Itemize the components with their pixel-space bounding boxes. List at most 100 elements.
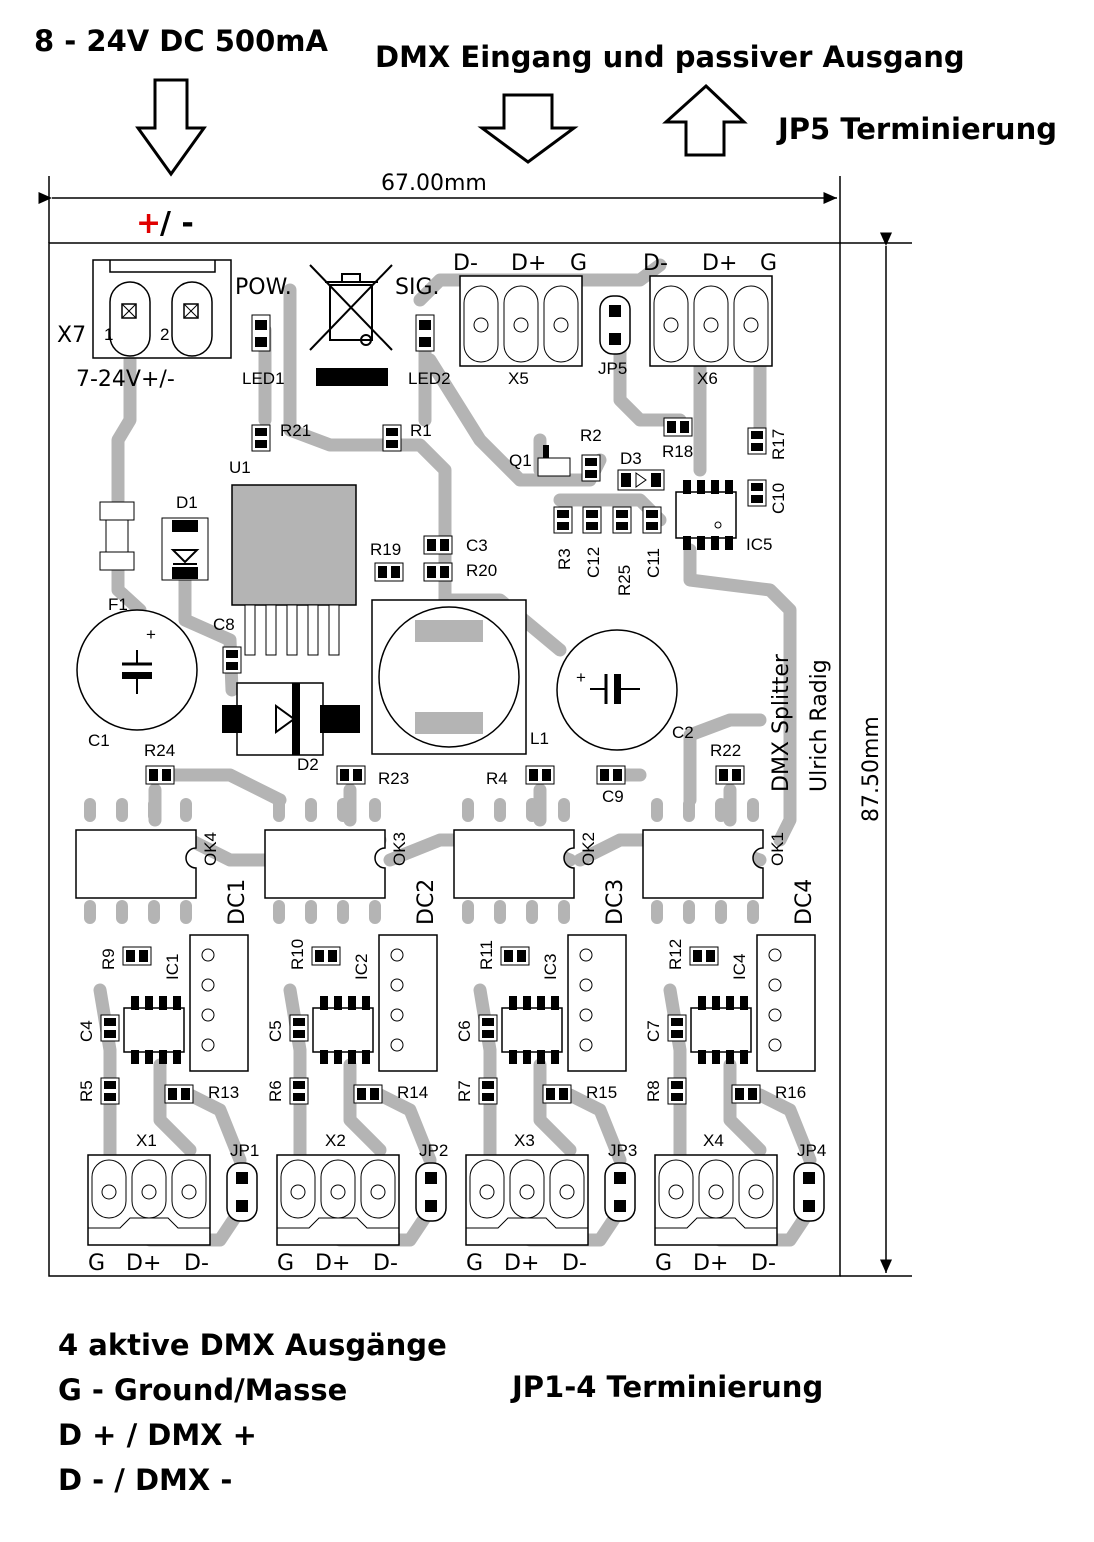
dmx-input-label: DMX Eingang und passiver Ausgang	[375, 40, 965, 74]
dcdc-label: DC2	[414, 879, 439, 925]
r20-resistor	[423, 562, 453, 582]
line-driver-label: IC2	[352, 954, 371, 980]
dcdc-module	[378, 934, 438, 1072]
termination-jumper[interactable]	[415, 1162, 447, 1222]
r2-label: R2	[580, 426, 602, 445]
output-terminal-label: X4	[703, 1131, 724, 1150]
x5-connector[interactable]	[459, 275, 583, 367]
dcdc-label: DC4	[792, 879, 817, 925]
height-dimension-label: 87.50mm	[859, 716, 884, 822]
pin-g-label: G	[88, 1251, 105, 1276]
resistor-right	[542, 1084, 572, 1104]
optocoupler-label: OK3	[390, 832, 409, 866]
svg-text:+: +	[576, 668, 586, 687]
resistor-right-label: R15	[586, 1083, 617, 1102]
termination-jumper[interactable]	[226, 1162, 258, 1222]
output-terminal-label: X3	[514, 1131, 535, 1150]
u1-label: U1	[229, 458, 251, 477]
capacitor	[100, 1014, 120, 1042]
capacitor-label: C6	[455, 1020, 474, 1042]
output-terminal[interactable]	[276, 1154, 400, 1246]
resistor-right-label: R14	[397, 1083, 428, 1102]
d2-diode	[222, 682, 360, 756]
capacitor	[667, 1014, 687, 1042]
resistor-top	[311, 946, 341, 966]
termination-jumper-label: JP1	[230, 1141, 259, 1160]
resistor-top-label: R11	[477, 940, 496, 970]
x6-pin-dplus: D+	[702, 251, 737, 276]
r18-resistor	[663, 417, 693, 437]
c2-label: C2	[672, 723, 694, 742]
x6-pin-g: G	[760, 251, 777, 276]
r1-resistor	[382, 424, 402, 452]
r20-label: R20	[466, 561, 497, 580]
r24-label: R24	[144, 741, 175, 760]
width-dimension	[38, 176, 841, 243]
c2-capacitor: +	[556, 629, 678, 751]
c8-label: C8	[213, 615, 235, 634]
x7-label: X7	[57, 323, 86, 348]
output-terminal[interactable]	[87, 1154, 211, 1246]
line-driver-label: IC4	[730, 954, 749, 980]
r17-resistor	[747, 427, 767, 455]
c8-capacitor	[222, 646, 242, 674]
active-outputs-label: 4 aktive DMX Ausgänge	[58, 1328, 447, 1362]
pin-g-label: G	[277, 1251, 294, 1276]
jp5-jumper[interactable]	[599, 295, 631, 355]
dmx-minus-legend: D - / DMX -	[58, 1463, 233, 1497]
output-terminal-label: X2	[325, 1131, 346, 1150]
resistor-left	[289, 1077, 309, 1105]
f1-fuse	[99, 501, 135, 571]
dcdc-module	[189, 934, 249, 1072]
line-driver-ic	[123, 996, 185, 1064]
resistor-right-label: R13	[208, 1083, 239, 1102]
c12-capacitor	[582, 506, 602, 534]
dcdc-module	[756, 934, 816, 1072]
c12-label: C12	[584, 547, 603, 578]
pin-dminus-label: D-	[562, 1251, 587, 1276]
resistor-left-label: R5	[77, 1080, 96, 1102]
resistor-top	[122, 946, 152, 966]
ground-legend: G - Ground/Masse	[58, 1373, 348, 1407]
pin-dplus-label: D+	[504, 1251, 539, 1276]
r17-label: R17	[769, 429, 788, 460]
x5-pin-dminus: D-	[453, 251, 478, 276]
led2-label: LED2	[408, 369, 451, 388]
c9-label: C9	[602, 787, 624, 806]
optocoupler	[264, 798, 386, 924]
r2-resistor	[581, 454, 601, 482]
r19-label: R19	[370, 540, 401, 559]
r25-resistor	[612, 506, 632, 534]
q1-label: Q1	[509, 451, 532, 470]
x7-pin2-label: 2	[160, 325, 169, 344]
line-driver-label: IC1	[163, 954, 182, 980]
x6-connector[interactable]	[649, 275, 773, 367]
termination-jumper[interactable]	[604, 1162, 636, 1222]
l1-inductor	[371, 599, 527, 755]
output-terminal[interactable]	[465, 1154, 589, 1246]
dcdc-module	[567, 934, 627, 1072]
d2-label: D2	[297, 755, 319, 774]
x7-power-terminal[interactable]	[92, 259, 232, 359]
resistor-left	[667, 1077, 687, 1105]
r23-label: R23	[378, 769, 409, 788]
polarity-minus: / -	[160, 206, 194, 241]
r4-resistor	[525, 765, 555, 785]
pcb-outline	[48, 242, 841, 1277]
optocoupler	[75, 798, 197, 924]
termination-jumper[interactable]	[793, 1162, 825, 1222]
capacitor	[478, 1014, 498, 1042]
optocoupler-label: OK4	[201, 832, 220, 866]
dcdc-label: DC1	[225, 879, 250, 925]
resistor-right	[731, 1084, 761, 1104]
power-spec-label: 8 - 24V DC 500mA	[34, 24, 328, 58]
line-driver-ic	[501, 996, 563, 1064]
optocoupler-label: OK2	[579, 832, 598, 866]
output-channel-4	[642, 798, 825, 1246]
optocoupler	[453, 798, 575, 924]
dmx-out-up-arrow	[662, 83, 748, 157]
r24-resistor	[145, 765, 175, 785]
r23-resistor	[336, 765, 366, 785]
r19-resistor	[374, 562, 404, 582]
output-terminal[interactable]	[654, 1154, 778, 1246]
